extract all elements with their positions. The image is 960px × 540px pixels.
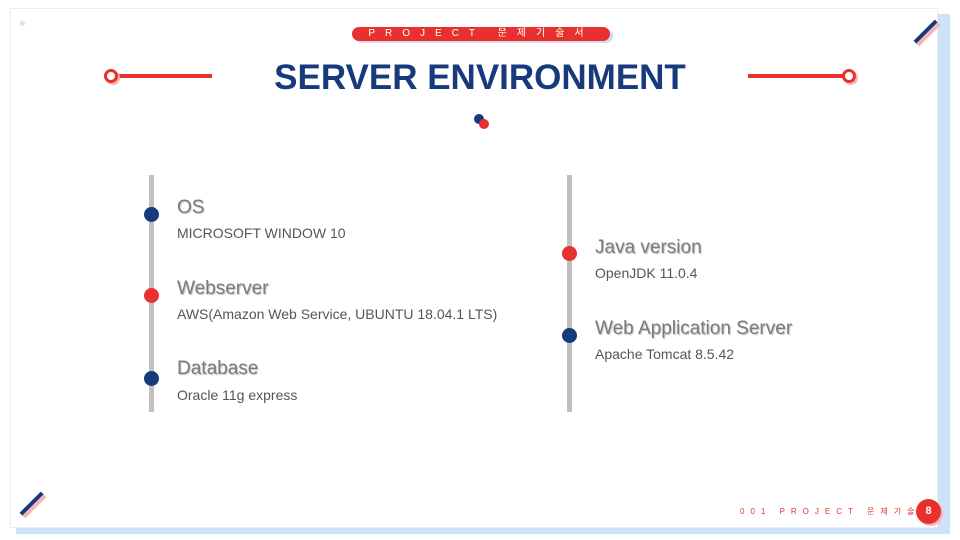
header-pill: PROJECT 문제기술서	[352, 27, 610, 41]
item-desc-was: Apache Tomcat 8.5.42	[595, 346, 735, 362]
slide-frame	[10, 8, 938, 528]
right-timeline-line	[567, 175, 572, 412]
timeline-bullet	[562, 328, 577, 343]
twin-dots-icon	[474, 114, 492, 130]
corner-dot	[20, 21, 25, 26]
page-number-badge: 8	[916, 499, 941, 524]
item-title-database: Database	[177, 358, 259, 379]
footer-label: 001 PROJECT 문제기술서	[740, 507, 934, 516]
item-title-was: Web Application Server	[595, 318, 793, 339]
item-desc-database: Oracle 11g express	[177, 387, 298, 403]
item-desc-webserver: AWS(Amazon Web Service, UBUNTU 18.04.1 L…	[177, 306, 498, 322]
item-title-os: OS	[177, 197, 205, 218]
left-decor-line	[118, 74, 212, 78]
item-desc-java: OpenJDK 11.0.4	[595, 265, 698, 281]
left-decor-ring-icon	[104, 69, 118, 83]
timeline-bullet	[562, 246, 577, 261]
timeline-bullet	[144, 288, 159, 303]
timeline-bullet	[144, 207, 159, 222]
timeline-bullet	[144, 371, 159, 386]
item-title-webserver: Webserver	[177, 278, 269, 299]
item-title-java: Java version	[595, 237, 702, 258]
right-decor-line	[748, 74, 846, 78]
right-decor-ring-icon	[842, 69, 856, 83]
item-desc-os: MICROSOFT WINDOW 10	[177, 225, 346, 241]
page-title: SERVER ENVIRONMENT	[274, 58, 686, 97]
